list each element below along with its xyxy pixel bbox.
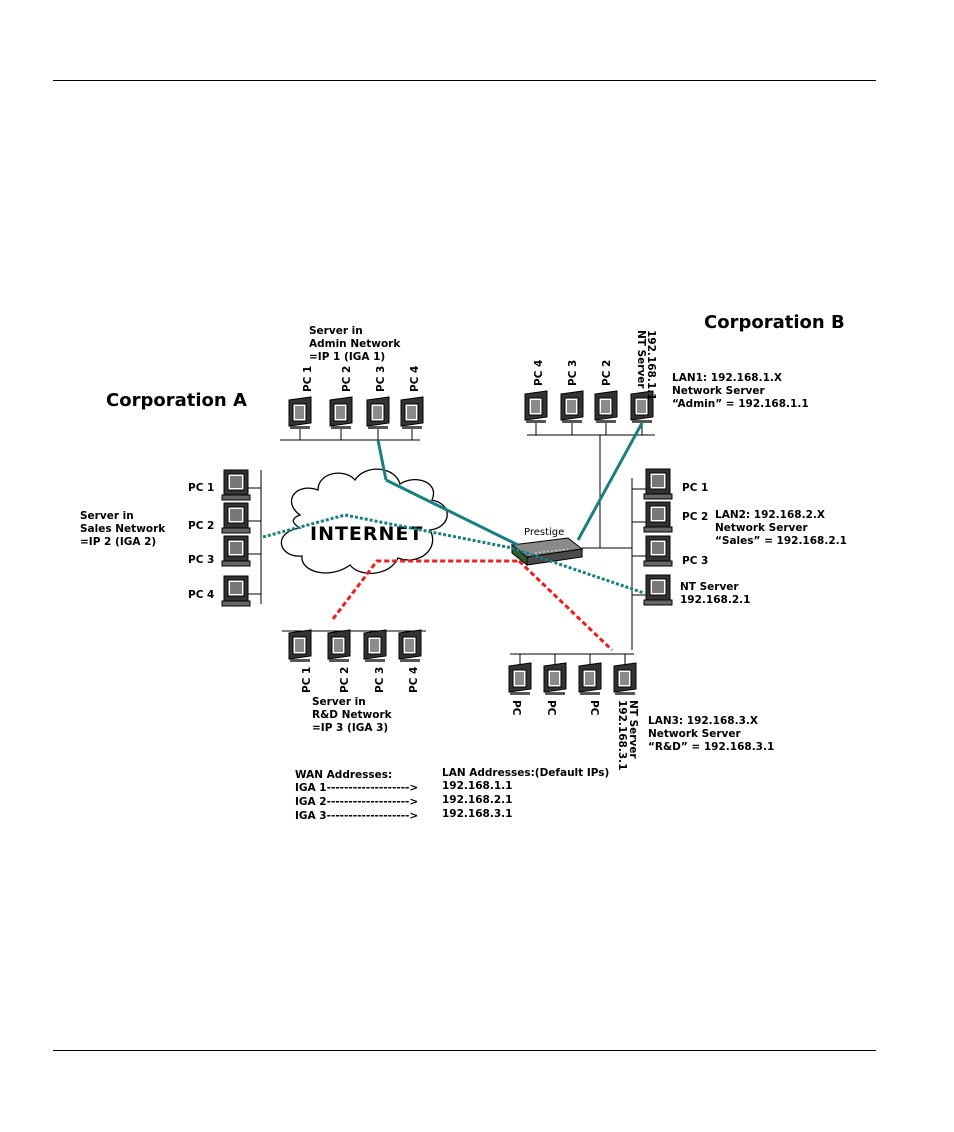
lan3-network: PC PC PC NT Server 192.168.3.1 LAN3: 192… xyxy=(508,653,774,770)
lan1-pc3-icon xyxy=(560,390,584,424)
lan1-server-name: NT Server xyxy=(635,330,647,389)
rnd-pc4-label: PC 4 xyxy=(408,667,420,693)
lan2-network: PC 1 PC 2 PC 3 NT Server 192.168.2.1 LAN… xyxy=(632,468,847,606)
admin-caption-3: =IP 1 (IGA 1) xyxy=(309,351,385,363)
header-rule xyxy=(53,80,876,81)
lan3-pc2-icon xyxy=(543,662,567,696)
admin-pc2-label: PC 2 xyxy=(341,366,353,392)
lan3-server-name: NT Server xyxy=(627,700,639,759)
teal-links xyxy=(262,422,645,595)
rnd-caption-2: R&D Network xyxy=(312,709,393,721)
sales-pc1-icon xyxy=(221,469,251,501)
admin-pc4-label: PC 4 xyxy=(409,366,421,392)
lan1-pc2-label: PC 2 xyxy=(601,360,613,386)
rnd-pc4-icon xyxy=(398,629,422,663)
lan-row-2: 192.168.2.1 xyxy=(442,794,512,806)
lan2-pc1-label: PC 1 xyxy=(682,482,708,494)
internet-cloud: INTERNET xyxy=(280,468,448,575)
lan3-pc2-label: PC xyxy=(545,700,557,716)
wan-row-2: IGA 2-------------------> xyxy=(295,796,418,808)
lan2-pc2-icon xyxy=(643,501,673,533)
lan1-pc4-label: PC 4 xyxy=(533,360,545,386)
lan1-pc2-icon xyxy=(594,390,618,424)
lan1-info-1: LAN1: 192.168.1.X xyxy=(672,372,782,384)
rnd-pc2-label: PC 2 xyxy=(339,667,351,693)
router-label: Prestige xyxy=(524,527,564,538)
corp-a-title: Corporation A xyxy=(106,390,247,411)
rnd-pc3-label: PC 3 xyxy=(374,667,386,693)
sales-pc1-label: PC 1 xyxy=(188,482,214,494)
admin-pc4-icon xyxy=(400,396,424,430)
corp-b-title: Corporation B xyxy=(704,312,845,333)
lan1-pc3-label: PC 3 xyxy=(567,360,579,386)
lan3-pc1-label: PC xyxy=(510,700,522,716)
lan3-info-1: LAN3: 192.168.3.X xyxy=(648,715,758,727)
lan2-pc2-label: PC 2 xyxy=(682,511,708,523)
admin-pc2-icon xyxy=(329,396,353,430)
lan2-server-ip: 192.168.2.1 xyxy=(680,594,750,606)
admin-caption-1: Server in xyxy=(309,325,363,337)
red-links xyxy=(331,559,614,652)
sales-pc4-label: PC 4 xyxy=(188,589,214,601)
admin-pc1-icon xyxy=(288,396,312,430)
sales-pc4-icon xyxy=(221,575,251,607)
sales-pc3-label: PC 3 xyxy=(188,554,214,566)
lan3-server-icon xyxy=(613,662,637,696)
admin-pc3-label: PC 3 xyxy=(375,366,387,392)
wan-row-3: IGA 3-------------------> xyxy=(295,810,418,822)
internet-label: INTERNET xyxy=(310,523,423,545)
lan3-server-ip: 192.168.3.1 xyxy=(616,700,628,770)
lan-row-3: 192.168.3.1 xyxy=(442,808,512,820)
lan3-pc1-icon xyxy=(508,662,532,696)
wan-row-1: IGA 1-------------------> xyxy=(295,782,418,794)
admin-pc1-label: PC 1 xyxy=(302,366,314,392)
corp-b-backbone xyxy=(582,435,633,650)
rnd-pc2-icon xyxy=(327,629,351,663)
lan2-server-name: NT Server xyxy=(680,581,739,593)
lan1-server-ip: 192.168.1.1 xyxy=(645,330,657,400)
admin-pc3-icon xyxy=(366,396,390,430)
rnd-caption-1: Server in xyxy=(312,696,366,708)
sales-caption-1: Server in xyxy=(80,510,134,522)
lan2-server-icon xyxy=(643,574,673,606)
lan2-pc3-icon xyxy=(643,535,673,567)
lan2-info-2: Network Server xyxy=(715,522,808,534)
lan1-pc4-icon xyxy=(524,390,548,424)
lan2-info-1: LAN2: 192.168.2.X xyxy=(715,509,825,521)
admin-network: PC 1 PC 2 PC 3 PC 4 Server in Admin Netw… xyxy=(280,325,424,441)
rnd-network: PC 1 PC 2 PC 3 PC 4 Server in R&D Networ… xyxy=(282,629,426,734)
lan2-pc3-label: PC 3 xyxy=(682,555,708,567)
lan-row-1: 192.168.1.1 xyxy=(442,780,512,792)
sales-caption-2: Sales Network xyxy=(80,523,166,535)
lan2-info-3: “Sales” = 192.168.2.1 xyxy=(715,535,847,547)
sales-network: PC 1 PC 2 PC 3 PC 4 Server in Sales Netw… xyxy=(80,469,262,607)
lan2-pc1-icon xyxy=(643,468,673,500)
footer-rule xyxy=(53,1050,876,1051)
lan3-pc3-label: PC xyxy=(588,700,600,716)
lan3-info-3: “R&D” = 192.168.3.1 xyxy=(648,741,774,753)
sales-pc2-icon xyxy=(221,502,251,534)
lan1-info-3: “Admin” = 192.168.1.1 xyxy=(672,398,809,410)
address-table: WAN Addresses: LAN Addresses:(Default IP… xyxy=(295,767,609,822)
admin-caption-2: Admin Network xyxy=(309,338,401,350)
prestige-router: Prestige xyxy=(510,527,584,567)
rnd-pc3-icon xyxy=(363,629,387,663)
lan1-info-2: Network Server xyxy=(672,385,765,397)
rnd-pc1-label: PC 1 xyxy=(301,667,313,693)
lan-header: LAN Addresses:(Default IPs) xyxy=(442,767,609,779)
lan3-pc3-icon xyxy=(578,662,602,696)
lan3-info-2: Network Server xyxy=(648,728,741,740)
lan1-network: PC 4 PC 3 PC 2 NT Server 192.168.1.1 LAN… xyxy=(524,330,809,436)
sales-caption-3: =IP 2 (IGA 2) xyxy=(80,536,156,548)
sales-pc2-label: PC 2 xyxy=(188,520,214,532)
sales-pc3-icon xyxy=(221,535,251,567)
rnd-pc1-icon xyxy=(288,629,312,663)
rnd-caption-3: =IP 3 (IGA 3) xyxy=(312,722,388,734)
wan-header: WAN Addresses: xyxy=(295,769,392,781)
